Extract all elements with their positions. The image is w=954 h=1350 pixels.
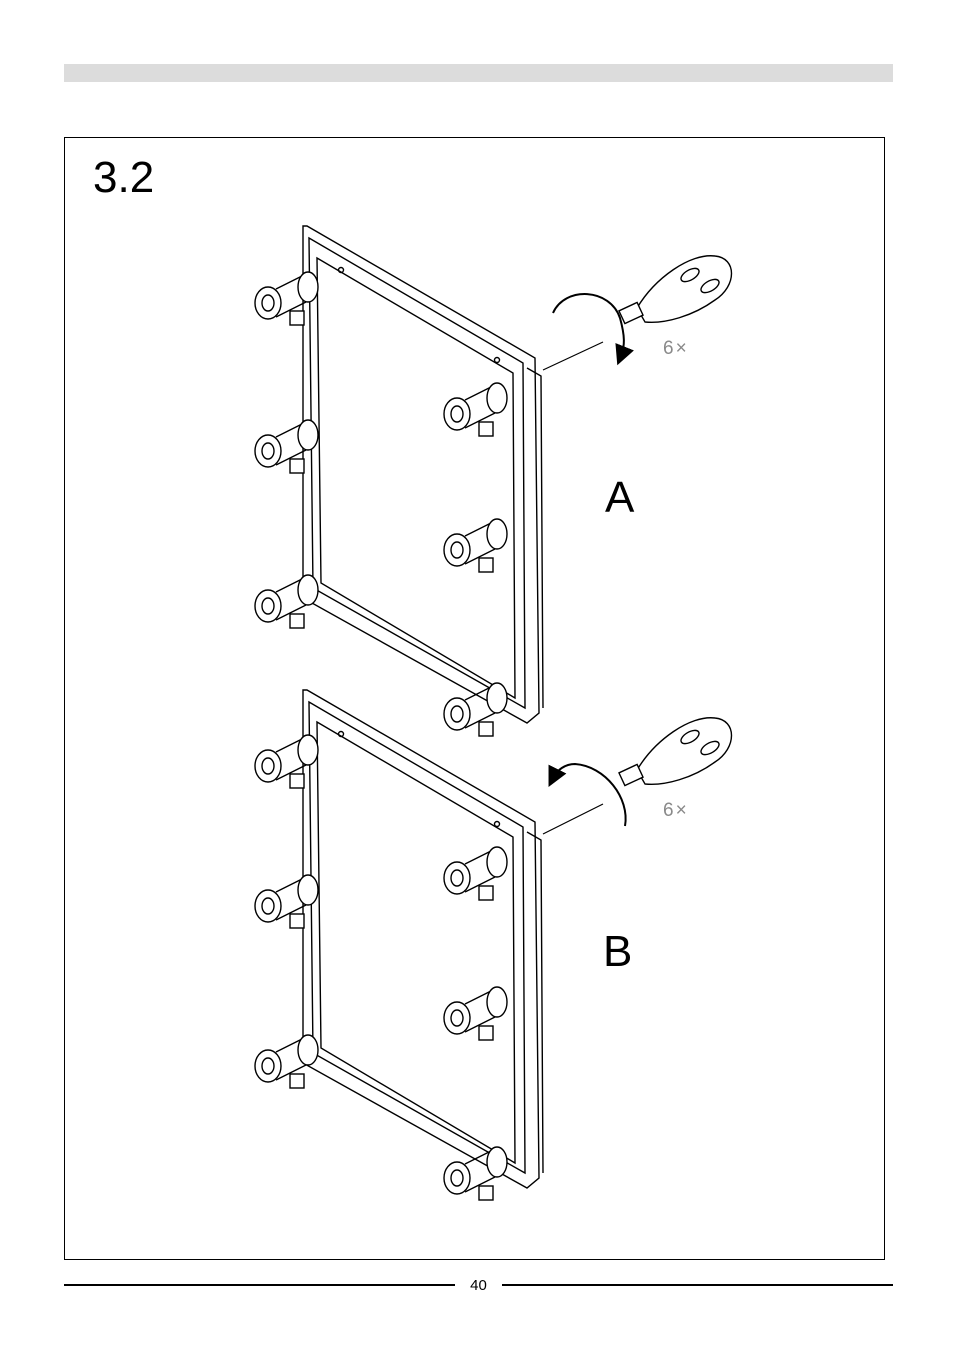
rotation-arrow-ccw — [553, 764, 626, 826]
footer-rule-left — [64, 1284, 455, 1286]
clamps-a — [255, 272, 507, 736]
screwdriver-icon — [619, 256, 732, 324]
page-number: 40 — [455, 1277, 502, 1294]
rotation-arrow-cw — [553, 294, 624, 356]
clamps-b — [255, 735, 507, 1200]
screwdriver-icon-b — [619, 718, 732, 786]
instruction-frame: 3.2 A B 6× 6× — [64, 137, 885, 1260]
header-bar — [64, 64, 893, 82]
footer-rule-right — [502, 1284, 893, 1286]
mounting-frame-b — [303, 690, 603, 1188]
assembly-illustration — [65, 138, 886, 1261]
mounting-frame-a — [303, 226, 603, 723]
